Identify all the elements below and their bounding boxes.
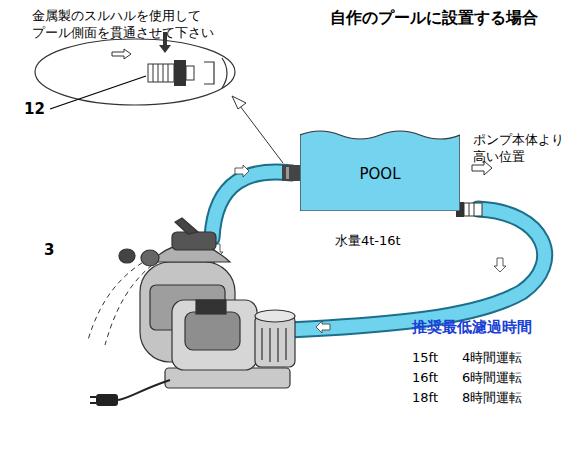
detail-callout <box>186 66 194 80</box>
detail-callout <box>163 64 164 82</box>
detail-callout <box>204 62 214 84</box>
diagram-title: 自作のプールに設置する場合 <box>330 8 538 29</box>
sand-filter <box>172 232 216 250</box>
pool-fitting <box>282 165 300 181</box>
hose <box>212 172 292 238</box>
power-cord <box>90 402 96 404</box>
table-cell: 8時間運転 <box>462 390 522 407</box>
detail-callout <box>50 76 146 109</box>
pool-water <box>300 131 460 211</box>
callout-arrow <box>240 106 283 163</box>
pool-fitting <box>464 203 482 216</box>
pool-fitting <box>469 203 470 216</box>
pump <box>172 300 257 370</box>
pump <box>196 300 226 314</box>
pump <box>261 328 262 360</box>
pool-box: POOL水量4t-16t <box>300 127 460 211</box>
callout-arrow <box>232 96 246 109</box>
hose <box>212 172 292 238</box>
callout-number: 12 <box>24 100 45 120</box>
detail-callout <box>112 49 131 59</box>
table-cell: 6時間運転 <box>462 370 522 387</box>
power-cord <box>90 396 96 398</box>
hose <box>292 209 545 330</box>
table-cell: 15ft <box>412 350 438 367</box>
pump <box>269 328 270 362</box>
pump <box>165 300 295 388</box>
detail-callout <box>158 64 159 82</box>
table-cell: 18ft <box>412 390 438 407</box>
detail-callout <box>148 64 174 82</box>
detail-callout <box>153 64 154 82</box>
pump <box>255 315 295 367</box>
pump <box>285 328 286 360</box>
pool-fitting <box>474 203 475 216</box>
detail-callout <box>35 39 235 105</box>
sand-filter <box>175 218 198 234</box>
detail-callout <box>222 58 227 88</box>
table-cell: 16ft <box>412 370 438 387</box>
power-cord <box>118 380 170 400</box>
sand-filter <box>141 250 159 266</box>
detail-callout <box>174 60 186 86</box>
pump <box>185 312 240 350</box>
pump <box>277 328 278 362</box>
pool-name: POOL <box>300 165 460 185</box>
installation-note: 金属製のスルハルを使用して プール側面を貫通させて下さい <box>32 8 272 42</box>
table-cell: 4時間運転 <box>462 350 522 367</box>
table-heading: 推奨最低濾過時間 <box>412 318 532 338</box>
pump <box>165 368 290 388</box>
pool-fitting <box>286 167 289 179</box>
flow-arrow <box>494 258 506 272</box>
detail-callout <box>35 32 235 109</box>
flow-arrow <box>235 165 249 177</box>
flow-arrow <box>316 321 330 333</box>
callout-number: 3 <box>44 241 54 261</box>
pool-volume: 水量4t-16t <box>335 233 401 250</box>
callout-arrow <box>232 96 283 163</box>
pump <box>255 310 295 322</box>
power-cord <box>96 394 118 406</box>
detail-callout <box>168 64 169 82</box>
hose <box>292 209 545 330</box>
height-note: ポンプ本体より 高い位置 <box>473 132 583 166</box>
sand-filter <box>119 249 135 263</box>
power-cord <box>90 380 170 406</box>
